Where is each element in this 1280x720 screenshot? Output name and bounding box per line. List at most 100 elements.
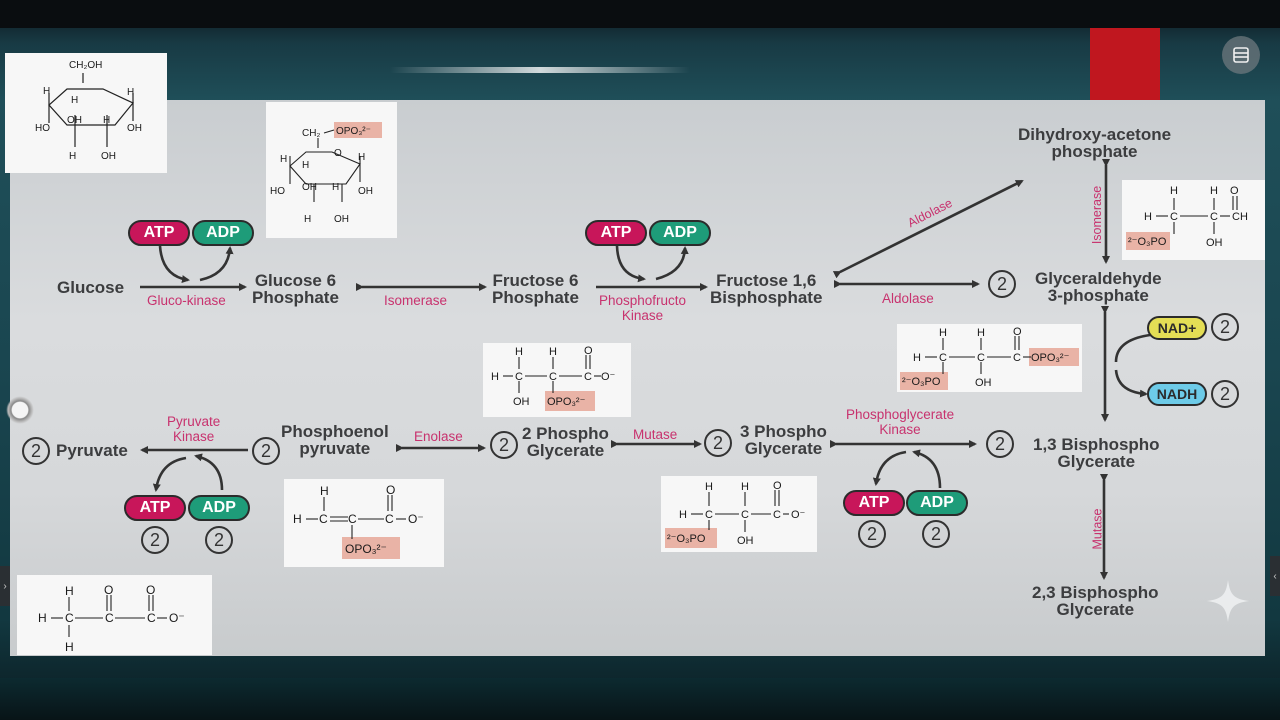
glucose-ch2oh: CH₂OH	[69, 60, 102, 71]
pg3-c2: C	[741, 509, 749, 521]
bpg13-h2: H	[977, 327, 985, 339]
enzyme-mutase-vertical: Mutase	[1090, 508, 1105, 550]
label-pep-line2: pyruvate	[299, 439, 371, 458]
g6p-ch2: CH₂	[302, 128, 320, 139]
glucose-oh3: OH	[101, 151, 116, 162]
label-f16bp-line2: Bisphosphate	[710, 288, 823, 307]
structure-glucose: CH₂OH H H HO OH H H OH H OH	[5, 53, 167, 173]
label-phosphoenolpyruvate: Phosphoenol pyruvate	[281, 423, 389, 457]
label-23bpg-line1: 2,3 Bisphospho	[1032, 583, 1159, 602]
pyr-c1: C	[65, 611, 74, 625]
pg3-oh: OH	[737, 535, 754, 547]
circle-two-nad: 2	[1211, 313, 1239, 341]
label-2-phosphoglycerate: 2 Phospho Glycerate	[522, 425, 609, 459]
g6p-opo3: OPO₃²⁻	[336, 126, 371, 137]
pg3-h1: H	[705, 481, 713, 493]
pg3-h-left: H	[679, 509, 687, 521]
glucose-oh2: OH	[127, 123, 142, 134]
pyr-o2: O	[146, 583, 155, 597]
g6p-h4: H	[358, 152, 365, 163]
glucose-oh1: OH	[67, 115, 82, 126]
glucose-h4: H	[127, 87, 134, 98]
enzyme-isomerase-vertical: Isomerase	[1090, 185, 1105, 245]
label-23bpg-line2: Glycerate	[1056, 600, 1135, 619]
enzyme-pgk-line1: Phosphoglycerate	[846, 407, 955, 422]
enzyme-pgk-line2: Kinase	[879, 422, 921, 437]
bpg13-h1: H	[939, 327, 947, 339]
circle-two-atp-pk: 2	[141, 526, 169, 554]
g6p-oh1: OH	[302, 182, 317, 193]
pep-c2: C	[348, 512, 357, 526]
g3p-h-top2: H	[1210, 185, 1218, 197]
structure-glucose-6-phosphate: CH₂ OPO₃²⁻ O H H HO OH H H OH H OH	[266, 102, 397, 238]
pep-h-left: H	[293, 512, 302, 526]
label-g6p-line2: Phosphate	[252, 288, 339, 307]
g3p-h-top1: H	[1170, 185, 1178, 197]
enzyme-pfk-line2: Kinase	[621, 308, 664, 323]
circle-two-pyruvate: 2	[22, 437, 50, 465]
pg2-c2: C	[549, 371, 557, 383]
pg2-h-left: H	[491, 371, 499, 383]
pg2-o-minus: O⁻	[601, 371, 616, 383]
label-fructose-16-bisphosphate: Fructose 1,6 Bisphosphate	[710, 272, 822, 306]
pyr-c2: C	[105, 611, 114, 625]
pg2-opo3: OPO₃²⁻	[547, 396, 586, 408]
g6p-h5: H	[304, 214, 311, 225]
bpg13-oh: OH	[975, 377, 992, 389]
adp-pill-pgk: ADP	[906, 490, 968, 516]
pyr-o-minus: O⁻	[169, 611, 185, 625]
label-dhap-line2: phosphate	[1051, 142, 1138, 161]
label-13bpg-line1: 1,3 Bisphospho	[1033, 435, 1160, 454]
pg3-o3po: ²⁻O₃PO	[667, 533, 706, 545]
circle-two-g3p: 2	[988, 270, 1016, 298]
enzyme-enolase: Enolase	[414, 429, 463, 444]
enzyme-pyruvate-kinase: Pyruvate Kinase	[167, 414, 220, 444]
label-dhap: Dihydroxy-acetone phosphate	[1018, 126, 1171, 160]
pyr-o1: O	[104, 583, 113, 597]
bpg13-o3po: ²⁻O₃PO	[902, 376, 941, 388]
label-2pg-line1: 2 Phospho	[522, 424, 609, 443]
bpg13-c2: C	[977, 352, 985, 364]
circle-two-pep: 2	[252, 437, 280, 465]
pg2-h2: H	[549, 346, 557, 358]
g3p-o3po: ²⁻O₃PO	[1128, 236, 1167, 248]
pyr-h-top: H	[65, 584, 74, 598]
bpg13-c3: C	[1013, 352, 1021, 364]
adp-pill-pfk: ADP	[649, 220, 711, 246]
g6p-ring-o: O	[334, 148, 342, 159]
nadh-pill: NADH	[1147, 382, 1207, 406]
screen-glare	[390, 67, 690, 73]
right-side-handle[interactable]: ‹	[1270, 556, 1280, 596]
pep-o: O	[386, 483, 395, 497]
pep-c1: C	[319, 512, 328, 526]
pep-h-top: H	[320, 484, 329, 498]
g3p-oh: OH	[1206, 237, 1223, 249]
label-g6p-line1: Glucose 6	[254, 271, 337, 290]
nad-pill: NAD+	[1147, 316, 1207, 340]
enzyme-mutase: Mutase	[633, 427, 678, 442]
enzyme-pk-line1: Pyruvate	[167, 414, 221, 429]
label-g3p-line2: 3-phosphate	[1047, 286, 1149, 305]
circle-two-atp-pgk: 2	[858, 520, 886, 548]
menu-button[interactable]	[1222, 36, 1260, 74]
label-fructose-6-phosphate: Fructose 6 Phosphate	[492, 272, 579, 306]
label-3pg-line1: 3 Phospho	[740, 422, 827, 441]
pg3-o: O	[773, 480, 782, 492]
g3p-o-top: O	[1230, 185, 1239, 197]
pointer-cursor	[6, 396, 34, 424]
structure-glyceraldehyde-3-phosphate: H H O H C C CH ²⁻O₃PO OH	[1122, 180, 1265, 260]
pg2-o: O	[584, 345, 593, 357]
pg2-c1: C	[515, 371, 523, 383]
menu-icon	[1233, 47, 1249, 63]
g3p-ch: CH	[1232, 211, 1248, 223]
label-glucose-6-phosphate: Glucose 6 Phosphate	[252, 272, 339, 306]
structure-3-phosphoglycerate: H H O H C C C O⁻ ²⁻O₃PO OH	[661, 476, 817, 552]
pg3-c3: C	[773, 509, 781, 521]
glucose-h2: H	[71, 95, 78, 106]
enzyme-phosphofructokinase: Phosphofructo Kinase	[599, 293, 686, 323]
pg2-h1: H	[515, 346, 523, 358]
left-side-handle[interactable]: ›	[0, 566, 10, 606]
label-13bpg-line2: Glycerate	[1057, 452, 1136, 471]
pep-opo3: OPO₃²⁻	[345, 542, 387, 556]
label-dhap-line1: Dihydroxy-acetone	[1018, 125, 1172, 144]
